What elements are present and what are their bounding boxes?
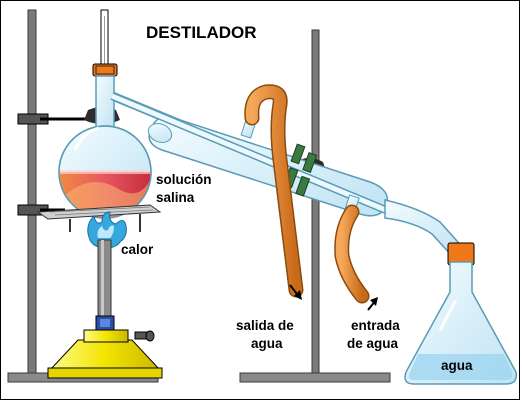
- diagram-title: DESTILADOR: [146, 23, 257, 42]
- water-outlet-hose: [244, 84, 304, 298]
- label-water-out-line1: salida de: [236, 318, 294, 333]
- erlenmeyer-flask: [404, 242, 518, 385]
- label-water-in-line2: de agua: [347, 336, 399, 351]
- label-water-out-line2: agua: [251, 336, 283, 351]
- flow-arrows: [289, 284, 378, 311]
- water-inlet-hose: [334, 204, 370, 304]
- label-solution-line1: solución: [156, 172, 212, 187]
- flask-stopper: [92, 63, 118, 77]
- wire-gauze: [36, 204, 162, 232]
- bunsen-burner: [47, 239, 163, 379]
- label-water-in-line1: entrada: [351, 318, 400, 333]
- label-heat: calor: [121, 242, 154, 257]
- label-solution-line2: salina: [156, 190, 195, 205]
- label-collected-water: agua: [441, 358, 473, 373]
